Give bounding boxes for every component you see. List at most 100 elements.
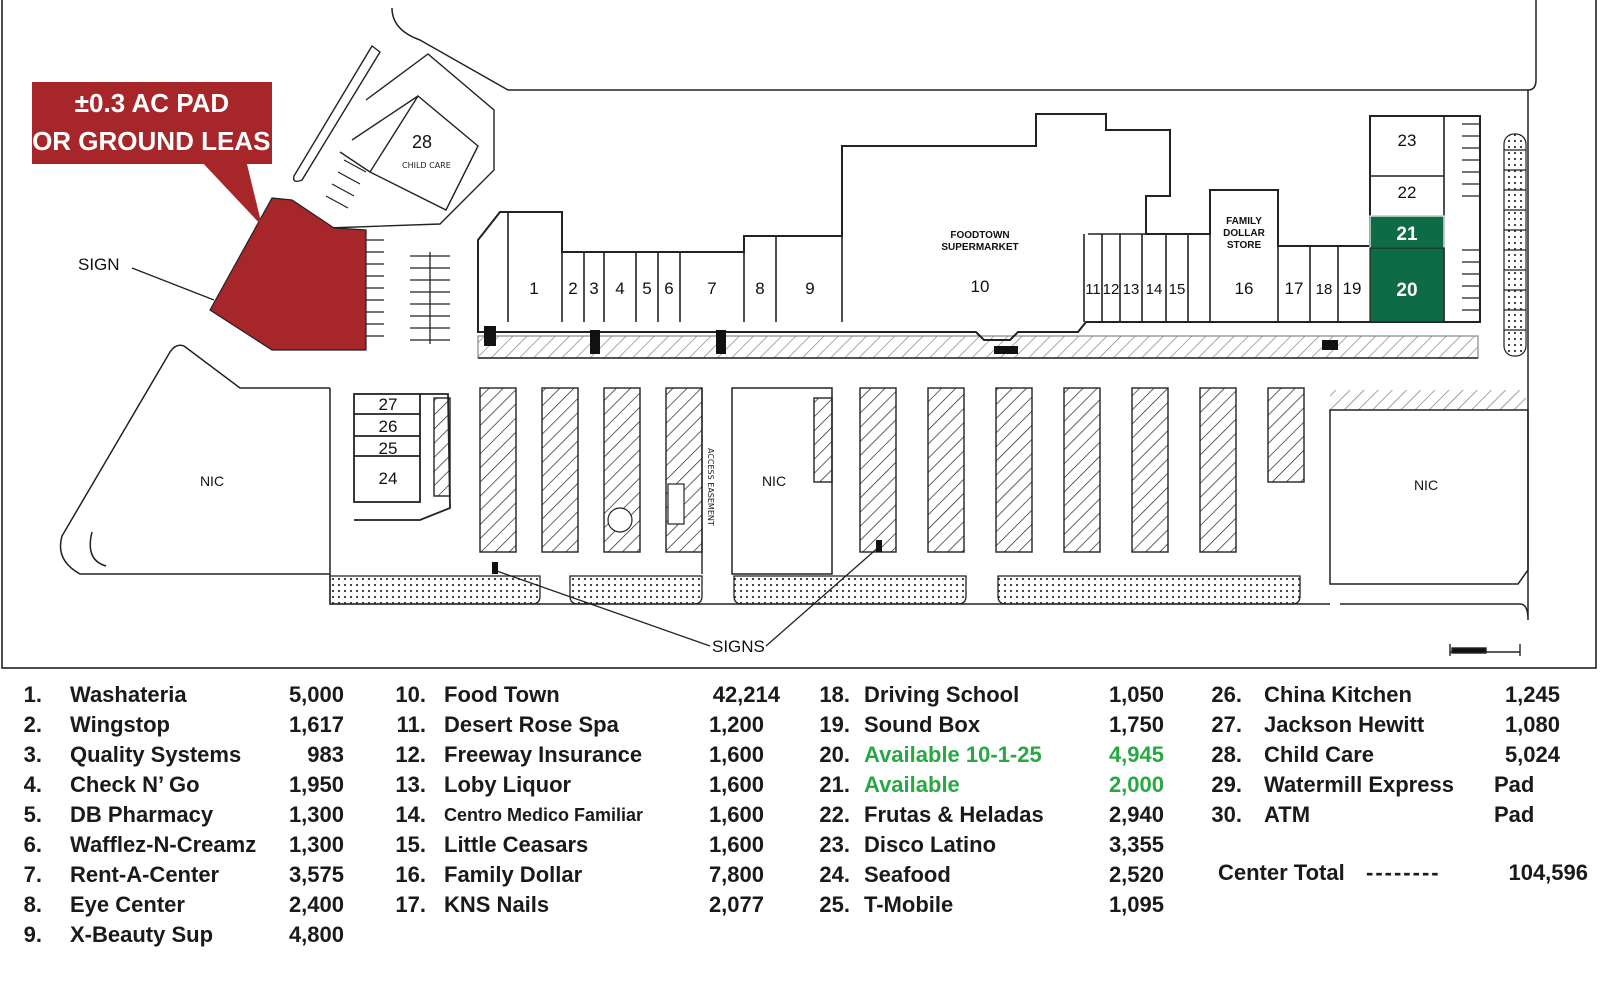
svg-text:10: 10 [971, 277, 990, 296]
svg-text:3: 3 [589, 279, 598, 298]
unit-20-available [1369, 247, 1445, 323]
right-edge-stripes [1504, 149, 1526, 331]
svg-text:15: 15 [1169, 281, 1186, 298]
svg-text:18: 18 [1316, 281, 1333, 298]
atm-kiosks [607, 483, 685, 533]
center-total: Center Total -------- 104,596 [1218, 858, 1588, 888]
sign-marker-right [876, 540, 882, 552]
svg-text:17: 17 [1285, 279, 1304, 298]
pad-building-numbers: 27 26 25 24 [379, 395, 398, 488]
nic-center-label: NIC [762, 473, 786, 489]
svg-text:16: 16 [1235, 279, 1254, 298]
svg-text:24: 24 [379, 469, 398, 488]
signs-leader-left [493, 569, 711, 647]
svg-text:4: 4 [615, 279, 624, 298]
landscape-strips [329, 575, 1301, 605]
svg-text:26: 26 [379, 417, 398, 436]
svg-text:14: 14 [1146, 281, 1163, 298]
signs-leader-right [765, 545, 881, 647]
svg-text:19: 19 [1343, 279, 1362, 298]
child-care-building-label: CHILD CARE [402, 161, 451, 170]
site-plan-map: 28 CHILD CARE ±0.3 AC PAD FOR GROUND LEA… [1, 0, 1597, 669]
callout-pointer [200, 160, 262, 226]
nic-right-parking-row [1330, 390, 1526, 410]
nic-right-label: NIC [1414, 477, 1438, 493]
svg-text:5: 5 [642, 279, 651, 298]
child-care-parcel [292, 44, 495, 229]
sign-marker-left [492, 562, 498, 574]
svg-text:23: 23 [1398, 131, 1417, 150]
svg-text:27: 27 [379, 395, 398, 414]
family-dollar-label-line2: DOLLAR [1223, 228, 1265, 239]
family-dollar-label-line1: FAMILY [1226, 216, 1262, 227]
nic-left-label: NIC [200, 473, 224, 489]
pad-buildings-24-27 [353, 393, 451, 521]
svg-text:9: 9 [805, 279, 814, 298]
ground-lease-pad [209, 197, 367, 351]
right-side-parking [1462, 123, 1480, 311]
foodtown-label-line2: SUPERMARKET [941, 242, 1018, 253]
storefront-columns [484, 326, 1338, 354]
sign-label: SIGN [78, 255, 120, 274]
svg-text:25: 25 [379, 439, 398, 458]
svg-text:12: 12 [1103, 281, 1120, 298]
right-edge-hatched-strip [1503, 133, 1527, 357]
center-total-value: 104,596 [1508, 860, 1588, 885]
svg-text:2: 2 [568, 279, 577, 298]
callout-line1: ±0.3 AC PAD [75, 88, 229, 118]
svg-text:21: 21 [1396, 224, 1418, 245]
svg-text:8: 8 [755, 279, 764, 298]
svg-text:13: 13 [1123, 281, 1140, 298]
unit-21-available [1369, 215, 1445, 249]
sign-leader [131, 267, 215, 301]
center-total-dashes: -------- [1366, 860, 1441, 885]
scale-bar [1449, 644, 1521, 656]
main-strip-building [477, 113, 1481, 341]
pad-parking-stripes [366, 239, 450, 344]
child-care-parking-stripes [325, 159, 367, 209]
svg-text:6: 6 [664, 279, 673, 298]
access-easement-label: ACCESS EASEMENT [706, 448, 715, 526]
center-total-label: Center Total [1218, 860, 1345, 885]
callout-line2: FOR GROUND LEASE [16, 126, 288, 156]
site-boundary [59, 0, 1537, 621]
map-frame [1, 0, 1597, 669]
svg-text:11: 11 [1085, 281, 1101, 298]
signs-label: SIGNS [712, 637, 765, 656]
unit-28-label: 28 [412, 132, 432, 152]
nic-right-parcel [1329, 409, 1529, 585]
svg-text:7: 7 [707, 279, 716, 298]
callout-box [32, 82, 272, 164]
